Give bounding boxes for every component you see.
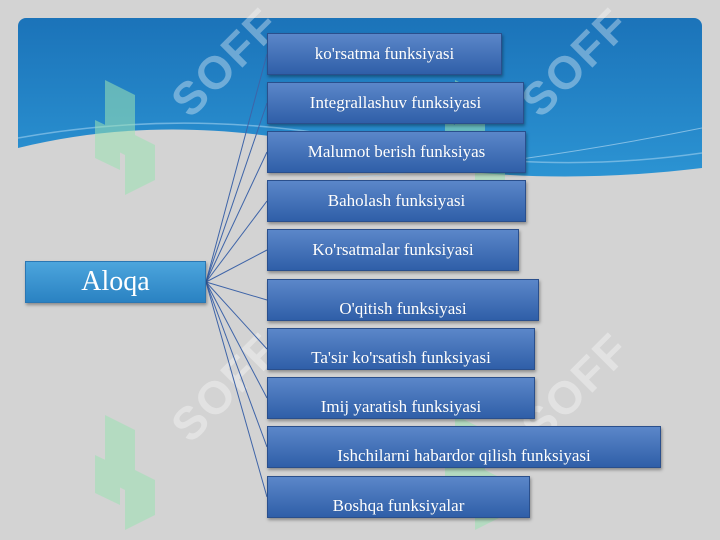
function-label: Integrallashuv funksiyasi	[309, 93, 482, 112]
function-box-imij-yaratish: Imij yaratish funksiyasi	[267, 377, 535, 419]
connector-line-3	[205, 200, 268, 283]
function-box-baholash: Baholash funksiyasi	[267, 180, 526, 222]
function-label: Imij yaratish funksiyasi	[320, 397, 482, 416]
function-box-korsatmalar: Ko'rsatmalar funksiyasi	[267, 229, 519, 271]
function-box-korsatma: ko'rsatma funksiyasi	[267, 33, 502, 75]
function-box-integrallashuv: Integrallashuv funksiyasi	[267, 82, 524, 124]
root-node-label: Aloqa	[81, 266, 150, 297]
function-box-oqitish: O'qitish funksiyasi	[267, 279, 539, 321]
function-label: Malumot berish funksiyas	[307, 142, 486, 161]
function-label: Boshqa funksiyalar	[332, 496, 465, 515]
root-node-aloqa: Aloqa	[25, 261, 206, 303]
connector-line-5	[205, 281, 268, 301]
function-box-malumot-berish: Malumot berish funksiyas	[267, 131, 526, 173]
connector-line-4	[205, 249, 268, 283]
function-label: O'qitish funksiyasi	[339, 299, 467, 318]
function-label: Ta'sir ko'rsatish funksiyasi	[311, 348, 491, 367]
function-label: Baholash funksiyasi	[327, 191, 466, 210]
function-box-boshqa: Boshqa funksiyalar	[267, 476, 530, 518]
function-box-tasir-korsatish: Ta'sir ko'rsatish funksiyasi	[267, 328, 535, 370]
function-box-ishchilarni-habardor: Ishchilarni habardor qilish funksiyasi	[267, 426, 661, 468]
function-label: ko'rsatma funksiyasi	[314, 44, 455, 63]
function-label: Ishchilarni habardor qilish funksiyasi	[337, 446, 591, 465]
function-label: Ko'rsatmalar funksiyasi	[312, 240, 474, 259]
